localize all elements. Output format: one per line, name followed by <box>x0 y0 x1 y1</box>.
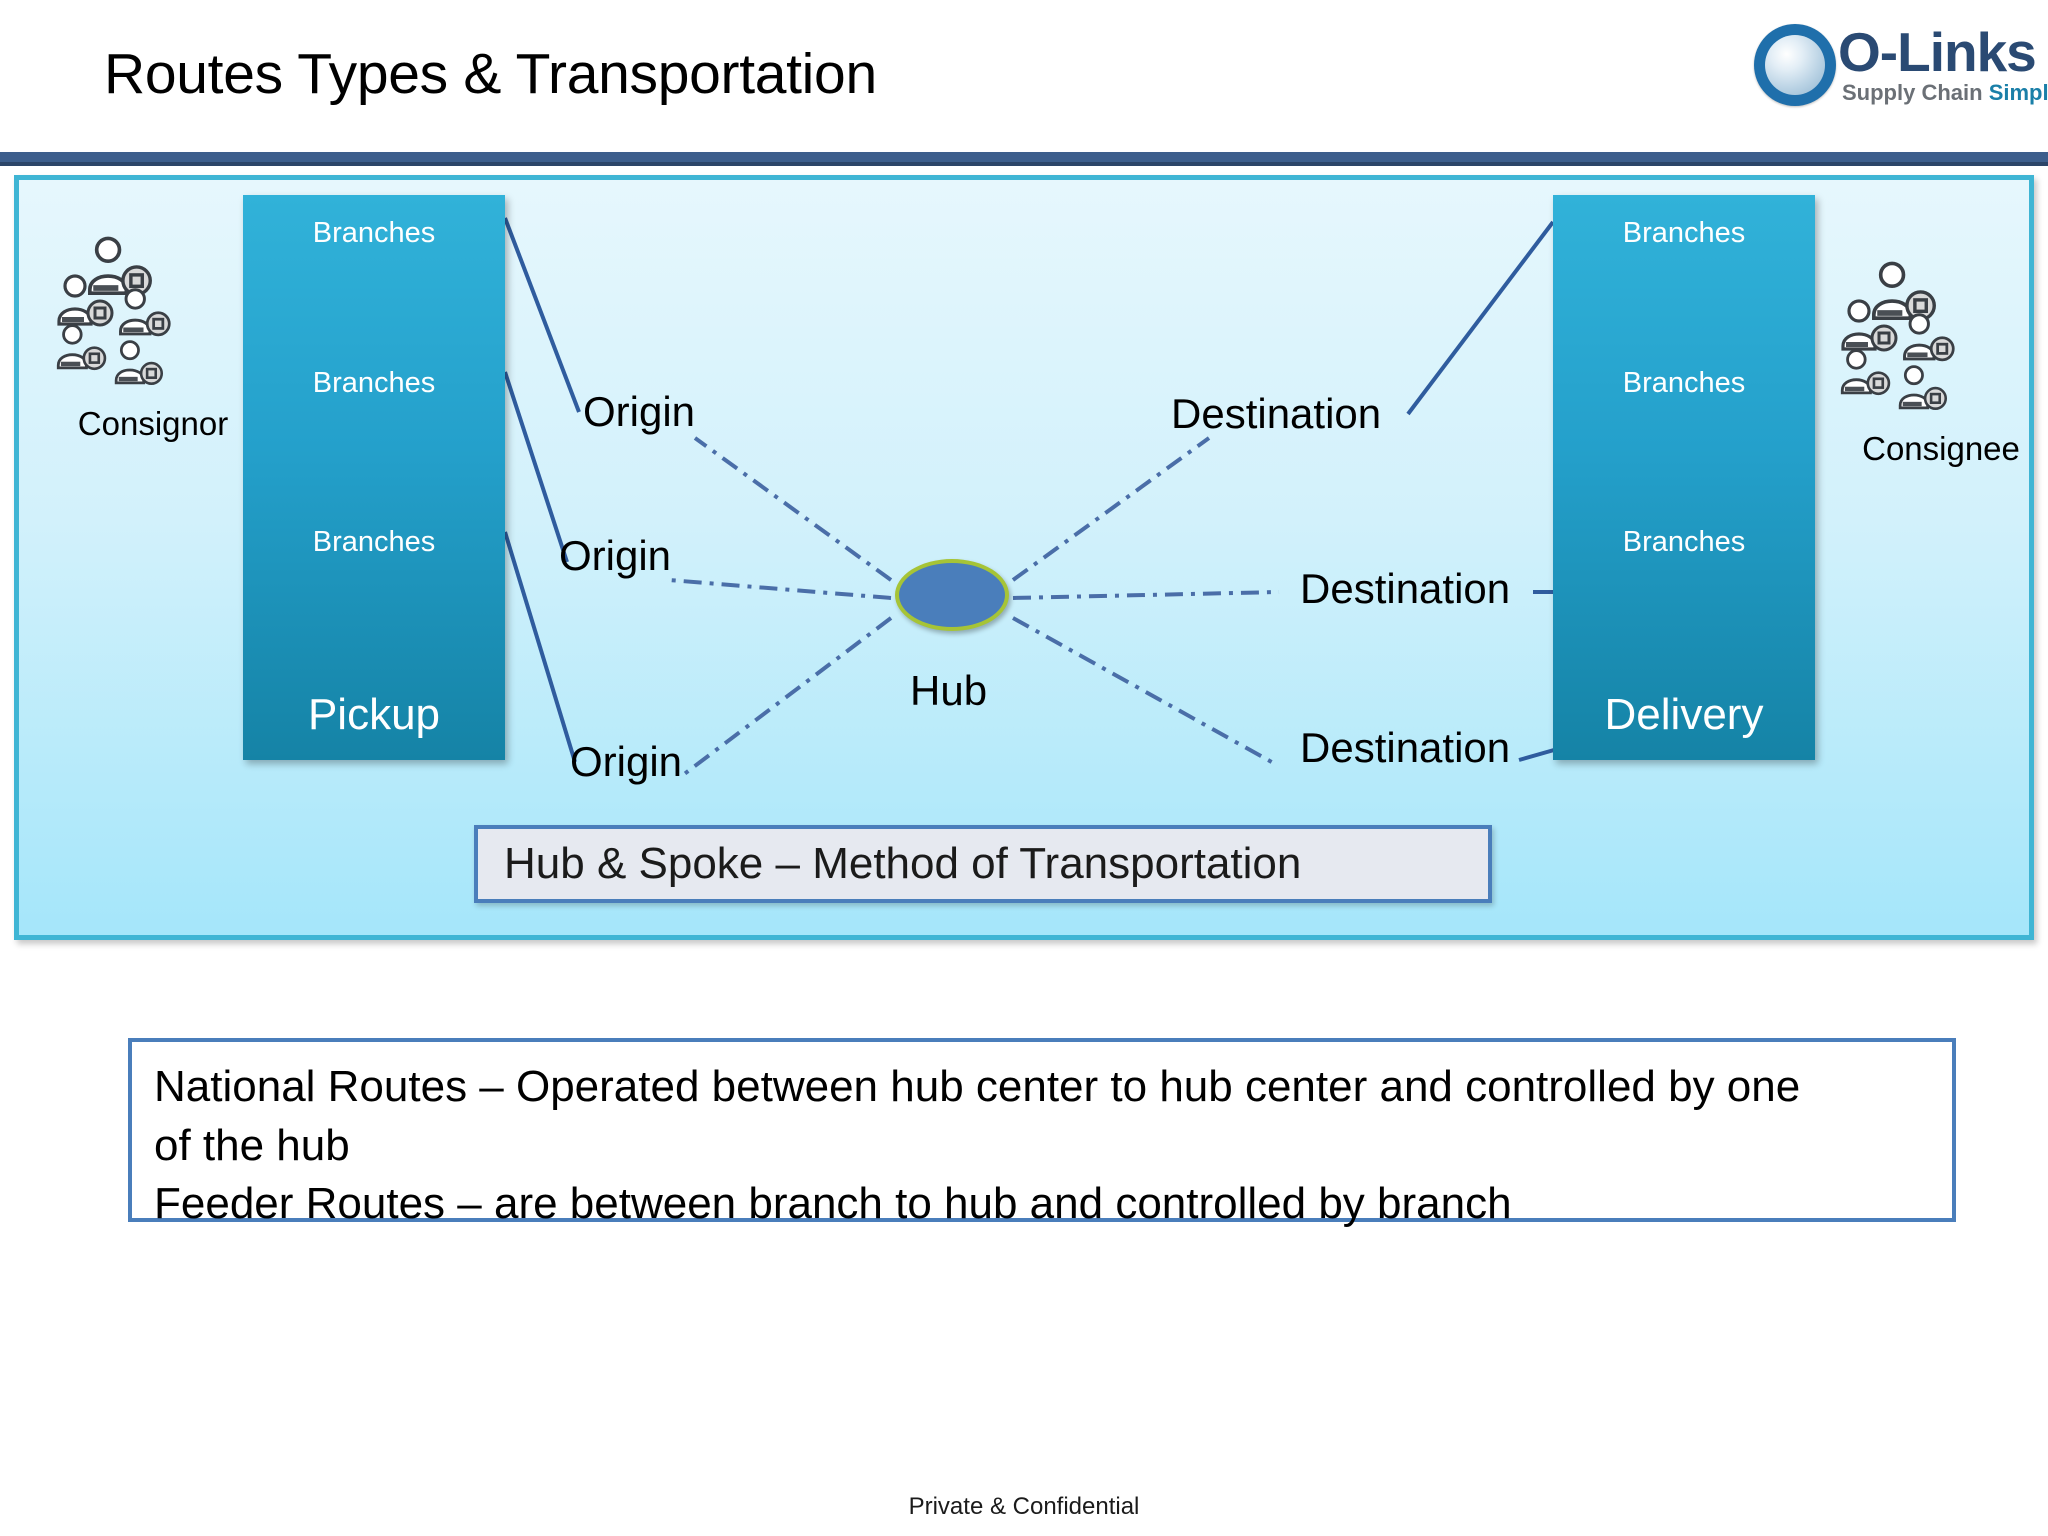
brand-tagline-accent: Simplified <box>1988 80 2048 105</box>
pickup-column: Branches Branches Branches Pickup <box>243 195 505 760</box>
origin-label-2: Origin <box>559 532 672 579</box>
origin-label-3: Origin <box>570 738 683 785</box>
footer-confidentiality-text: Private & Confidential <box>908 1493 1140 1520</box>
header-divider <box>0 152 2048 166</box>
leader-pickup-2 <box>503 371 569 563</box>
delivery-branch-label-1: Branches <box>1622 217 1746 249</box>
spoke-origin-2 <box>668 578 892 600</box>
method-banner-text: Hub & Spoke – Method of Transportation <box>504 839 1302 888</box>
leader-delivery-1 <box>1406 220 1555 416</box>
pickup-column-title: Pickup <box>307 690 441 739</box>
page-title: Routes Types & Transportation <box>104 42 877 106</box>
spoke-destination-2 <box>1012 590 1280 600</box>
consignee-label: Consignee <box>1862 430 2020 467</box>
sphere-logo-icon <box>1754 24 1836 106</box>
consignor-label: Consignor <box>77 405 229 442</box>
person-user-icon <box>1837 348 1892 397</box>
hub-node <box>895 559 1009 631</box>
connector-layer <box>503 217 1595 780</box>
leader-pickup-3 <box>503 531 577 763</box>
person-user-icon <box>1837 298 1899 354</box>
pickup-branch-label-2: Branches <box>312 367 436 399</box>
hub-label: Hub <box>910 667 988 714</box>
person-user-icon <box>83 235 154 299</box>
pickup-branch-label-1: Branches <box>312 217 436 249</box>
pickup-branch-label-3: Branches <box>312 526 436 558</box>
notes-box: National Routes – Operated between hub c… <box>128 1038 1956 1228</box>
note-line-3: Feeder Routes – are between branch to hu… <box>154 1179 1512 1229</box>
delivery-branch-label-3: Branches <box>1622 526 1746 558</box>
consignee-group: Consignee <box>1837 260 2029 467</box>
spoke-destination-1 <box>1011 436 1211 582</box>
consignor-group: Consignor <box>53 235 253 442</box>
person-user-icon <box>53 323 108 372</box>
spoke-origin-3 <box>677 616 893 780</box>
destination-label-1: Destination <box>1171 390 1382 437</box>
diagram-panel: Consignor Branches Branches Branches Pic… <box>14 175 2034 940</box>
spoke-origin-1 <box>693 436 893 582</box>
person-user-icon <box>1895 364 1948 412</box>
delivery-column-title: Delivery <box>1604 690 1764 739</box>
person-user-icon <box>53 273 115 329</box>
origin-label-1: Origin <box>583 388 696 435</box>
person-user-icon <box>115 287 172 339</box>
brand-wordmark: O-Links <box>1838 21 2037 83</box>
note-line-1: National Routes – Operated between hub c… <box>154 1062 1801 1111</box>
person-user-icon <box>111 339 164 387</box>
method-banner: Hub & Spoke – Method of Transportation <box>474 825 1492 903</box>
brand-tagline: Supply Chain Simplified <box>1842 80 2048 106</box>
brand-tagline-normal: Supply Chain <box>1842 80 1989 105</box>
delivery-column: Branches Branches Branches Delivery <box>1553 195 1815 760</box>
note-line-2: of the hub <box>154 1120 350 1170</box>
spoke-destination-3 <box>1012 616 1278 767</box>
leader-pickup-1 <box>503 217 581 413</box>
person-user-icon <box>1899 312 1956 364</box>
brand-logo: O-Links Supply Chain Simplified <box>1746 18 2048 114</box>
delivery-branch-label-2: Branches <box>1622 367 1746 399</box>
destination-label-2: Destination <box>1300 565 1511 612</box>
destination-label-3: Destination <box>1300 724 1511 771</box>
